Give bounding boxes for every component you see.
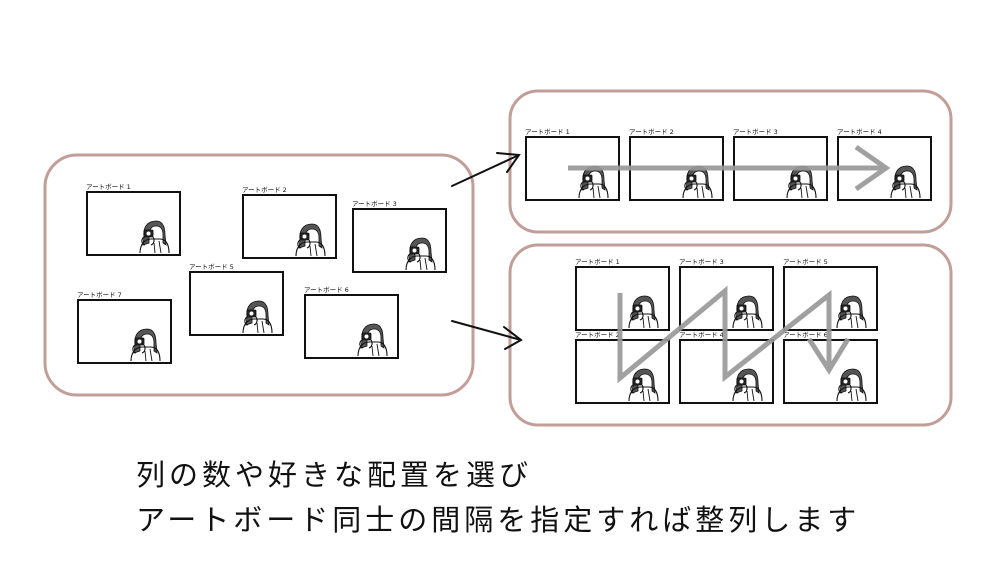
artboard-frame xyxy=(304,294,399,359)
artboard-label: アートボード 2 xyxy=(242,186,287,194)
artboard: アートボード 3 xyxy=(733,128,828,201)
connector-arrow-to-grid xyxy=(451,320,523,350)
artboard-frame xyxy=(242,194,337,259)
artboard: アートボード 2 xyxy=(242,186,337,259)
artboard: アートボード 1 xyxy=(86,183,181,256)
artboard-label: アートボード 3 xyxy=(352,200,397,208)
artboard-frame xyxy=(352,208,447,273)
artboard-frame xyxy=(189,271,284,336)
artboard: アートボード 5 xyxy=(189,263,284,336)
connector-arrow-to-row xyxy=(451,152,521,187)
row-artboards: アートボード 1 アートボード 2 アートボード 3 アートボード 4 xyxy=(525,128,932,201)
scattered-artboards: アートボード 1 アートボード 2 アートボード 3 アートボード 5 アートボード 7… xyxy=(77,183,447,364)
panel-grid-arranged xyxy=(508,243,953,427)
artboard-label: アートボード 1 xyxy=(86,183,131,191)
panel-row-arranged xyxy=(508,89,953,234)
artboard-label: アートボード 3 xyxy=(733,128,778,136)
artboard-label: アートボード 7 xyxy=(77,291,122,299)
artboard-label: アートボード 4 xyxy=(679,331,724,339)
artboard-label: アートボード 6 xyxy=(783,331,828,339)
artboard-label: アートボード 4 xyxy=(837,128,882,136)
artboard-label: アートボード 2 xyxy=(575,331,620,339)
panel-scattered xyxy=(43,153,475,397)
artboard-label: アートボード 5 xyxy=(783,258,828,266)
artboard-label: アートボード 3 xyxy=(679,258,724,266)
caption-line-2: アートボード同士の間隔を指定すれば整列します xyxy=(136,503,861,537)
artboard-frame xyxy=(77,299,172,364)
artboard-label: アートボード 1 xyxy=(525,128,570,136)
artboard-label: アートボード 5 xyxy=(189,263,234,271)
artboard: アートボード 7 xyxy=(77,291,172,364)
artboard: アートボード 2 xyxy=(629,128,724,201)
caption-line-1: 列の数や好きな配置を選び xyxy=(136,458,533,492)
row-flow-arrow xyxy=(568,144,891,192)
grid-flow-arrow xyxy=(617,285,851,384)
artboard: アートボード 6 xyxy=(304,286,399,359)
artboard: アートボード 3 xyxy=(352,200,447,273)
artboard-frame xyxy=(86,191,181,256)
artboard-label: アートボード 6 xyxy=(304,286,349,294)
artboard: アートボード 1 xyxy=(525,128,620,201)
artboard-label: アートボード 1 xyxy=(575,258,620,266)
artboard-label: アートボード 2 xyxy=(629,128,674,136)
